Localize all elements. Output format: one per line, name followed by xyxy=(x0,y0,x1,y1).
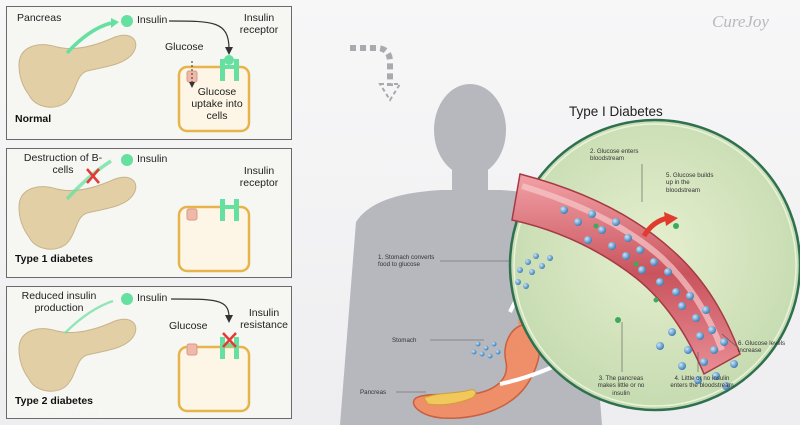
x-mark-icon xyxy=(86,168,100,184)
destruction-label: Destruction of B-cells xyxy=(23,152,103,177)
illustration-title: Type I Diabetes xyxy=(569,104,663,119)
insulin-flow-arrow xyxy=(64,299,114,334)
insulin-molecule-icon xyxy=(121,154,133,166)
pancreas-icon xyxy=(18,34,137,108)
panel-type2-graphics xyxy=(18,293,251,413)
insulin-flow-arrow xyxy=(65,21,112,55)
panel-title: Normal xyxy=(15,113,52,125)
glucose-builds-up-label: 5. Glucose builds up in the bloodstream xyxy=(666,172,714,194)
insulin-receptor-icon xyxy=(220,199,239,221)
glucose-label: Glucose xyxy=(169,320,208,332)
insulin-flow-arrow xyxy=(65,159,112,201)
pancreas-label: Pancreas xyxy=(360,389,387,396)
pancreas-makes-label: 3. The pancreas makes little or no insul… xyxy=(597,375,645,397)
insulin-molecule-icon xyxy=(121,15,133,27)
pancreas-icon xyxy=(423,389,477,406)
glucose-molecule-icon xyxy=(186,208,198,221)
glucose-label: Glucose xyxy=(165,41,204,53)
cell-icon xyxy=(177,205,251,273)
brand-logo: CureJoy xyxy=(712,12,769,31)
dashed-arrow-icon xyxy=(350,45,402,102)
glucose-dots xyxy=(515,206,738,390)
type1-illustration xyxy=(340,45,800,425)
insulin-label: Insulin xyxy=(137,292,168,304)
insulin-resistance-label: Insulin resistance xyxy=(240,307,288,332)
panel-type2: Reduced insulin production Insulin Gluco… xyxy=(6,286,292,419)
insulin-receptor-label: Insulin receptor xyxy=(239,12,279,37)
little-insulin-label: 4. Little or no insulin enters the blood… xyxy=(670,375,734,390)
insulin-arrowhead-icon xyxy=(111,18,119,28)
insulin-receptor-icon xyxy=(220,55,239,81)
panel-title: Type 1 diabetes xyxy=(15,253,94,265)
stomach-glucose-dots xyxy=(471,341,501,359)
glucose-enters-label: 2. Glucose enters bloodstream xyxy=(590,148,639,163)
stomach-converts-label: 1. Stomach converts food to glucose xyxy=(378,254,435,269)
glucose-levels-label: 6. Glucose levels increase xyxy=(738,340,786,355)
pancreas-icon xyxy=(18,318,137,392)
insulin-path-arrow xyxy=(168,20,230,50)
insulin-receptor-icon xyxy=(220,337,239,359)
glucose-molecule-icon xyxy=(186,343,198,356)
insulin-label: Insulin xyxy=(137,153,168,165)
panel-type1: Destruction of B-cells Insulin Insulin r… xyxy=(6,148,292,278)
cell-icon xyxy=(177,345,251,413)
artery-icon xyxy=(511,173,741,376)
pancreas-label: Pancreas xyxy=(17,12,62,24)
insulin-molecule-icon xyxy=(121,293,133,305)
insulin-label: Insulin xyxy=(137,14,168,26)
panel-type1-graphics xyxy=(18,154,251,273)
leader-line xyxy=(721,333,737,347)
red-arrow-icon xyxy=(641,212,678,238)
glucose-molecule-icon xyxy=(186,70,198,83)
reduced-insulin-label: Reduced insulin production xyxy=(21,290,97,315)
watermark: WWW.CUREJOY.COM xyxy=(8,410,99,419)
insulin-dots xyxy=(593,223,679,323)
stomach-label: Stomach xyxy=(392,337,417,344)
arrowhead-icon xyxy=(189,82,195,88)
arrowhead-icon xyxy=(225,47,233,55)
x-mark-icon xyxy=(222,332,237,348)
cell-icon xyxy=(177,65,251,133)
panel-normal: Pancreas Insulin Glucose Insulin recepto… xyxy=(6,6,292,140)
insulin-receptor-label: Insulin receptor xyxy=(239,165,279,190)
insulin-path-arrow xyxy=(170,298,230,318)
panel-normal-graphics xyxy=(18,15,251,133)
arrowhead-icon xyxy=(225,315,233,323)
glucose-uptake-label: Glucose uptake into cells xyxy=(191,86,243,123)
panel-title: Type 2 diabetes xyxy=(15,395,94,407)
pancreas-icon xyxy=(18,176,137,250)
